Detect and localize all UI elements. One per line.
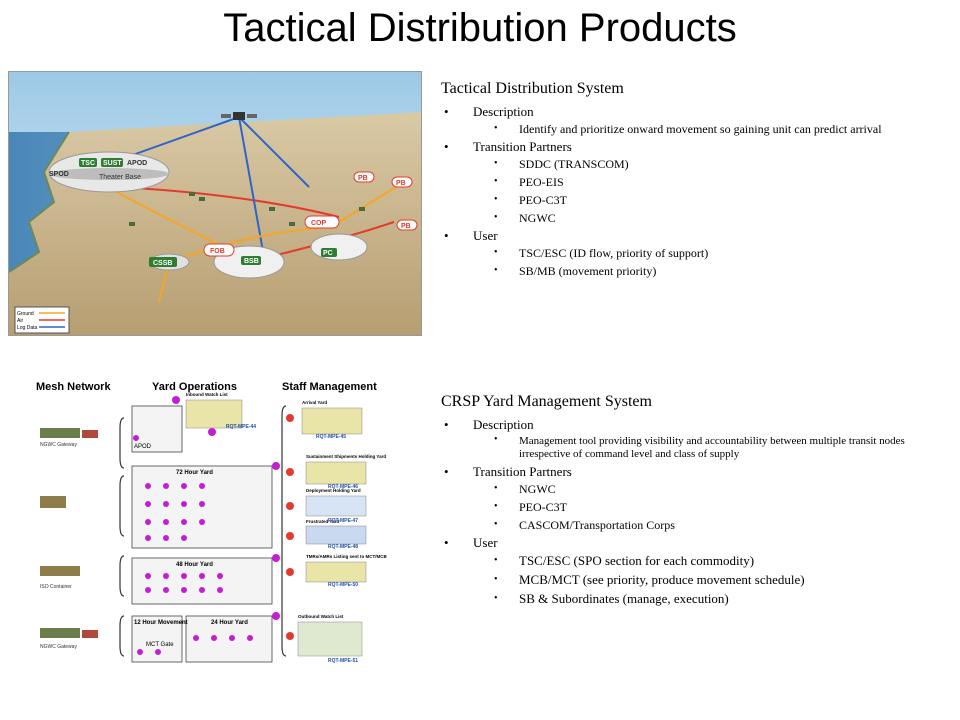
cop-label: COP [311, 220, 327, 227]
tds-description: Description Identify and prioritize onwa… [441, 103, 953, 138]
cssb-label: CSSB [153, 260, 172, 267]
svg-text:Deployment Holding Yard: Deployment Holding Yard [306, 488, 361, 493]
legend-log: Log Data [17, 325, 38, 331]
column-yard-operations: Yard Operations [152, 381, 237, 393]
theater-base-label: Theater Base [99, 174, 141, 181]
yard-48-hour: 48 Hour Yard [176, 562, 213, 568]
yard-72-hour: 72 Hour Yard [176, 470, 213, 476]
worksheet-id: RQT-MPE-48 [328, 544, 358, 550]
tds-partner-item: PEO-EIS [473, 173, 953, 191]
legend-ground: Ground [17, 311, 34, 317]
crsp-user: User TSC/ESC (SPO section for each commo… [441, 534, 953, 608]
svg-text:Outbound Watch List: Outbound Watch List [298, 614, 344, 619]
crsp-user-item: SB & Subordinates (manage, execution) [473, 589, 953, 608]
slide-title: Tactical Distribution Products [223, 6, 737, 50]
crsp-user-item: MCB/MCT (see priority, produce movement … [473, 570, 953, 589]
yard-24-hour: 24 Hour Yard [211, 620, 248, 626]
tds-partner-item: PEO-C3T [473, 191, 953, 209]
tds-user-item: TSC/ESC (ID flow, priority of support) [473, 244, 953, 262]
worksheet-id: RQT-MPE-44 [226, 424, 256, 430]
column-mesh-network: Mesh Network [36, 381, 111, 393]
pb-label-3: PB [401, 223, 411, 230]
tds-user: User TSC/ESC (ID flow, priority of suppo… [441, 227, 953, 280]
sust-label: SUST [103, 160, 122, 167]
tds-description-item: Identify and prioritize onward movement … [473, 120, 953, 138]
apod-label: APOD [127, 160, 147, 167]
crsp-partner-item: CASCOM/Transportation Corps [473, 516, 953, 534]
fob-label: FOB [210, 248, 225, 255]
air-route [118, 186, 340, 218]
crsp-user-item: TSC/ESC (SPO section for each commodity) [473, 551, 953, 570]
svg-text:TMRs/AMRs Listing sent to MCT/: TMRs/AMRs Listing sent to MCT/MCB [306, 554, 387, 559]
worksheet-id: RQT-MPE-46 [328, 484, 358, 490]
svg-text:NGWC Gateway: NGWC Gateway [40, 644, 77, 650]
svg-text:Sustainment Shipments Holding: Sustainment Shipments Holding Yard [306, 454, 386, 459]
worksheet-id: RQT-MPE-47 [328, 518, 358, 524]
tsc-label: TSC [81, 160, 95, 167]
svg-text:ISO Container: ISO Container [40, 584, 72, 590]
crsp-partner-item: PEO-C3T [473, 498, 953, 516]
legend-air: Air [17, 318, 23, 324]
worksheet-id: RQT-MPE-50 [328, 582, 358, 588]
pb-label-1: PB [358, 175, 368, 182]
spod-label: SPOD [49, 171, 69, 178]
crsp-description: Description Management tool providing vi… [441, 416, 953, 463]
crsp-partners: Transition Partners NGWC PEO-C3T CASCOM/… [441, 463, 953, 534]
pc-label: PC [323, 250, 333, 257]
svg-text:NGWC Gateway: NGWC Gateway [40, 442, 77, 448]
worksheet-id: RQT-MPE-51 [328, 658, 358, 664]
crsp-text-panel: CRSP Yard Management System Description … [441, 392, 953, 608]
worksheet-id: RQT-MPE-45 [316, 434, 346, 440]
mct-gate-node: MCT Gate [146, 642, 174, 648]
map-legend: Ground Air Log Data [14, 306, 70, 334]
tactical-distribution-map: TSC SUST APOD SPOD Theater Base COP FOB … [8, 71, 422, 336]
crsp-partner-item: NGWC [473, 480, 953, 498]
tds-heading: Tactical Distribution System [441, 80, 624, 97]
svg-text:Arrival Yard: Arrival Yard [302, 400, 327, 405]
yard-management-diagram: Mesh Network Yard Operations Staff Manag… [36, 376, 392, 668]
pb-label-2: PB [396, 180, 406, 187]
crsp-heading: CRSP Yard Management System [441, 393, 652, 410]
bsb-label: BSB [244, 258, 259, 265]
svg-text:Frustrated Yard: Frustrated Yard [306, 519, 339, 524]
crsp-description-item: Management tool providing visibility and… [473, 433, 953, 463]
tds-text-panel: Tactical Distribution System Description… [441, 79, 953, 280]
tds-partner-item: SDDC (TRANSCOM) [473, 155, 953, 173]
apod-node: APOD [134, 444, 152, 450]
svg-text:Inbound Watch List: Inbound Watch List [186, 392, 228, 397]
column-staff-management: Staff Management [282, 381, 377, 393]
tds-partners: Transition Partners SDDC (TRANSCOM) PEO-… [441, 138, 953, 227]
tds-partner-item: NGWC [473, 209, 953, 227]
tds-user-item: SB/MB (movement priority) [473, 262, 953, 280]
yard-12-hour: 12 Hour Movement [134, 620, 188, 626]
satellite-icon [221, 112, 257, 120]
